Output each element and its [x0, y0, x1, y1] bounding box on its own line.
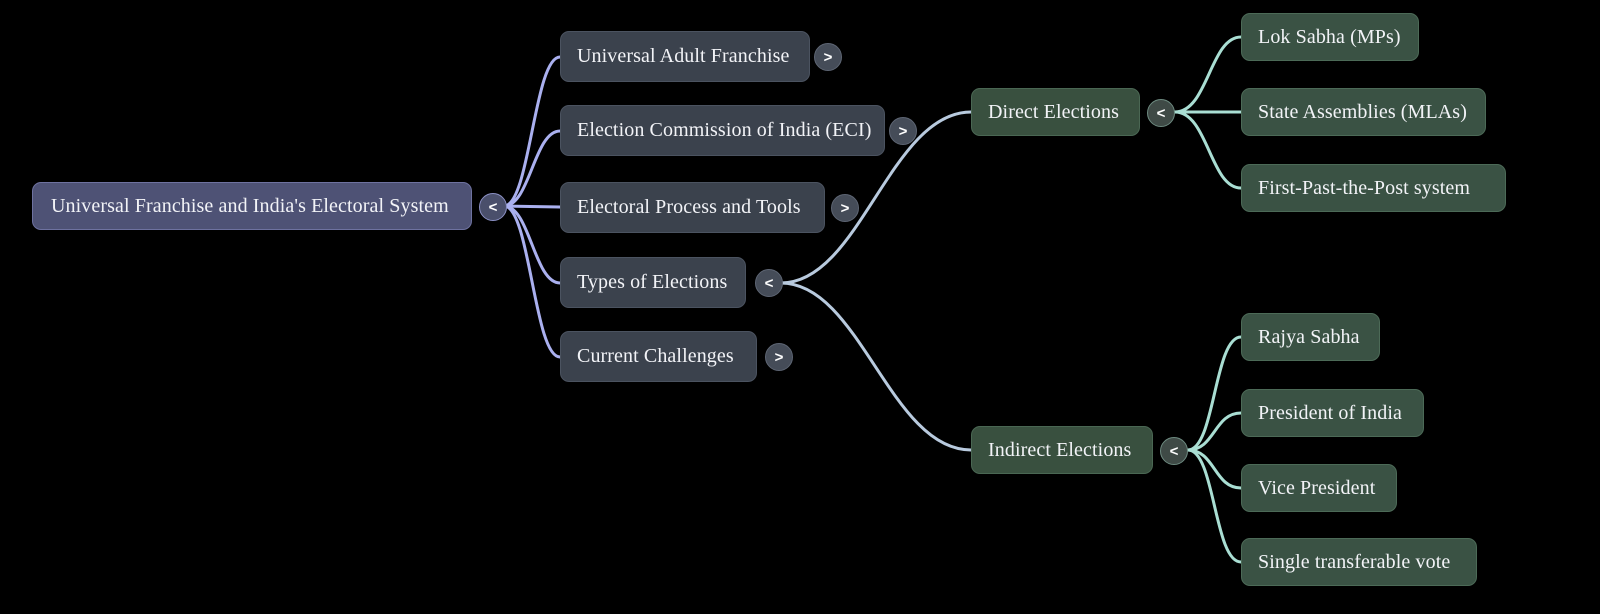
edge-indirect-vice-president [1186, 448, 1243, 490]
node-rajya-sabha-label: Rajya Sabha [1258, 325, 1360, 348]
edge-root-types-of-elections [502, 204, 562, 285]
node-state-assemblies-label: State Assemblies (MLAs) [1258, 100, 1467, 123]
edge-root-current-challenges [502, 204, 562, 359]
toggle-universal-adult-franchise[interactable]: > [814, 43, 842, 71]
toggle-electoral-process[interactable]: > [831, 194, 859, 222]
toggle-root[interactable]: < [479, 193, 507, 221]
edge-indirect-president [1186, 411, 1243, 452]
edge-group-types-of-elections [779, 110, 973, 452]
toggle-current-challenges[interactable]: > [765, 343, 793, 371]
node-indirect-elections[interactable]: Indirect Elections [971, 426, 1153, 474]
node-lok-sabha[interactable]: Lok Sabha (MPs) [1241, 13, 1419, 61]
node-president-of-india[interactable]: President of India [1241, 389, 1424, 437]
edge-indirect-single-transferable-vote [1186, 448, 1243, 564]
node-types-of-elections[interactable]: Types of Elections [560, 257, 746, 308]
node-current-challenges[interactable]: Current Challenges [560, 331, 757, 382]
edge-root-universal-adult-franchise [502, 55, 562, 208]
node-root[interactable]: Universal Franchise and India's Electora… [32, 182, 472, 230]
edge-direct-fptp [1173, 110, 1243, 190]
toggle-direct-elections[interactable]: < [1147, 99, 1175, 127]
node-lok-sabha-label: Lok Sabha (MPs) [1258, 25, 1401, 48]
node-vice-president-label: Vice President [1258, 476, 1376, 499]
node-indirect-elections-label: Indirect Elections [988, 438, 1132, 461]
node-direct-elections[interactable]: Direct Elections [971, 88, 1140, 136]
node-direct-elections-label: Direct Elections [988, 100, 1119, 123]
edge-indirect-rajya-sabha [1186, 335, 1243, 452]
edge-group-direct-elections [1173, 35, 1243, 190]
node-current-challenges-label: Current Challenges [577, 345, 734, 367]
node-electoral-process[interactable]: Electoral Process and Tools [560, 182, 825, 233]
node-electoral-process-label: Electoral Process and Tools [577, 196, 801, 218]
node-single-transferable-vote[interactable]: Single transferable vote [1241, 538, 1477, 586]
edge-group-root [502, 55, 562, 359]
toggle-indirect-elections[interactable]: < [1160, 437, 1188, 465]
node-root-label: Universal Franchise and India's Electora… [51, 194, 449, 217]
node-single-transferable-vote-label: Single transferable vote [1258, 550, 1451, 573]
edge-types-indirect-elections [779, 281, 973, 452]
node-universal-adult-franchise-label: Universal Adult Franchise [577, 45, 790, 67]
node-rajya-sabha[interactable]: Rajya Sabha [1241, 313, 1380, 361]
node-vice-president[interactable]: Vice President [1241, 464, 1397, 512]
node-types-of-elections-label: Types of Elections [577, 271, 728, 293]
node-universal-adult-franchise[interactable]: Universal Adult Franchise [560, 31, 810, 82]
node-election-commission[interactable]: Election Commission of India (ECI) [560, 105, 885, 156]
node-election-commission-label: Election Commission of India (ECI) [577, 119, 872, 141]
node-president-of-india-label: President of India [1258, 401, 1402, 424]
toggle-election-commission[interactable]: > [889, 117, 917, 145]
edge-root-electoral-process [502, 204, 562, 209]
edge-group-indirect-elections [1186, 335, 1243, 564]
node-first-past-the-post-label: First-Past-the-Post system [1258, 176, 1471, 199]
node-first-past-the-post[interactable]: First-Past-the-Post system [1241, 164, 1506, 212]
toggle-types-of-elections[interactable]: < [755, 269, 783, 297]
edge-root-election-commission [502, 129, 562, 208]
node-state-assemblies[interactable]: State Assemblies (MLAs) [1241, 88, 1486, 136]
edge-direct-lok-sabha [1173, 35, 1243, 114]
